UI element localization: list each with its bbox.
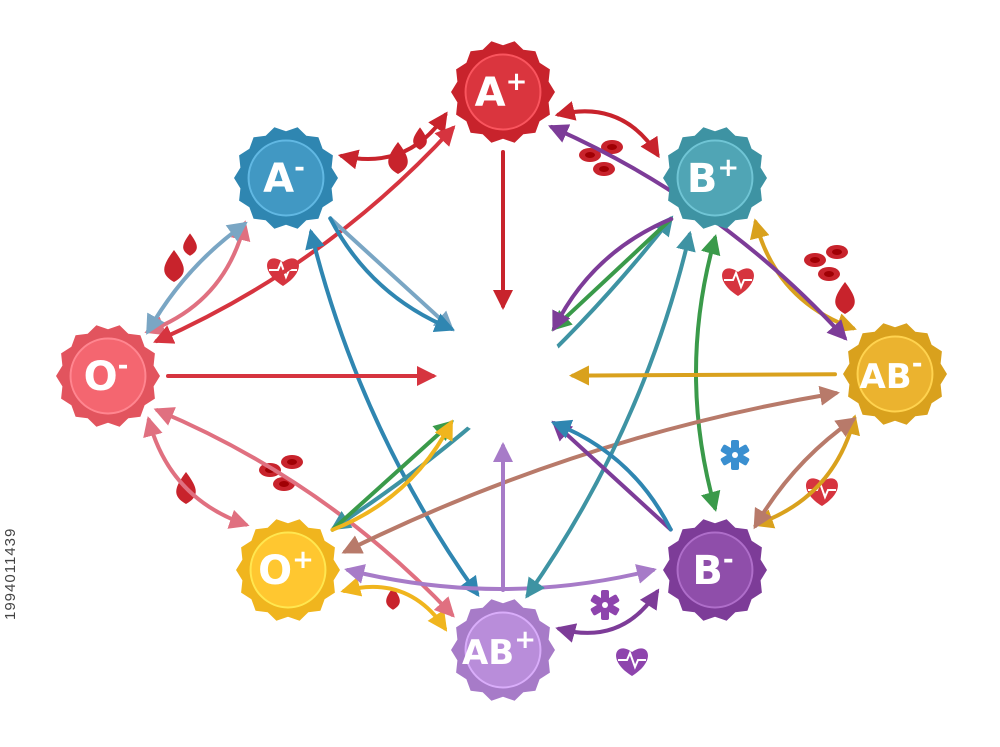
hub-arrow-from-Aneg xyxy=(328,216,456,332)
badge-ab-negativepositive: AB+ xyxy=(451,599,555,701)
badge-label-ab-negativepositive: AB+ xyxy=(462,625,536,673)
badge-inner-o-negative xyxy=(69,337,147,415)
red-blood-cell-center xyxy=(287,459,297,465)
hub-arrow-from-Bneg xyxy=(551,420,673,532)
badge-a-negative: A- xyxy=(234,127,338,229)
medical-star-icon xyxy=(590,590,620,620)
side-code-text: 1994011439 xyxy=(2,527,19,620)
badge-b-negative: B- xyxy=(663,519,767,621)
red-blood-cell-center xyxy=(832,249,842,255)
red-blood-cell-center xyxy=(607,144,617,150)
hub-arrow-from-Opos xyxy=(330,419,453,532)
hub-arrow-from-ABneg xyxy=(569,365,837,386)
connection-arrow-Oneg-to-Aneg xyxy=(144,220,251,336)
badge-a-negativepositive: A+ xyxy=(451,41,555,143)
medical-star-icon xyxy=(720,440,750,470)
connection-arrow-Oneg-to-Aneg xyxy=(146,221,248,335)
red-blood-cell-center xyxy=(824,271,834,277)
badge-inner-o-negativepositive xyxy=(249,531,327,609)
red-blood-cell-center xyxy=(279,481,289,487)
badge-label-b-negative: B- xyxy=(692,545,733,594)
blood-drop-icon xyxy=(183,233,197,256)
blood-type-badges: A+ A- B+ O- AB- O+ AB+ B- xyxy=(56,41,947,701)
connection-arrow-Aneg-to-ABpos xyxy=(305,228,480,597)
blood-drop-icon xyxy=(835,282,855,314)
connection-arrow-Oneg-to-Opos xyxy=(143,416,250,529)
hub-arrow-from-Bpos xyxy=(552,217,674,332)
connection-arrow-ABpos-to-Bpos xyxy=(525,230,696,599)
hub-arrow-from-Bneg xyxy=(550,419,673,532)
badge-label-ab-negative: AB- xyxy=(859,349,922,397)
badge-inner-a-negative xyxy=(247,139,325,217)
red-blood-cell-center xyxy=(585,152,595,158)
badge-inner-ab-negative xyxy=(856,335,934,413)
badge-label-b-negativepositive: B+ xyxy=(687,153,739,202)
red-blood-cell-center xyxy=(810,257,820,263)
badge-label-o-negativepositive: O+ xyxy=(258,545,314,594)
pulse-line xyxy=(618,650,646,670)
connection-arrow-Bneg-to-ABneg xyxy=(753,417,857,530)
connection-arrow-Opos-to-Bneg xyxy=(344,564,657,591)
central-hub xyxy=(441,314,565,438)
hub-arrow-from-Opos xyxy=(330,420,454,532)
hub-arrow-from-Bpos xyxy=(551,217,674,331)
red-blood-cell-center xyxy=(599,166,609,172)
badge-inner-ab-negativepositive xyxy=(464,611,542,689)
badge-o-negative: O- xyxy=(56,325,160,427)
badge-inner-a-negativepositive xyxy=(464,53,542,131)
hub-arrow-from-Aneg xyxy=(328,216,455,332)
badge-label-o-negative: O- xyxy=(84,351,129,400)
connection-arrows xyxy=(143,101,860,643)
badge-b-negativepositive: B+ xyxy=(663,127,767,229)
badge-inner-b-negativepositive xyxy=(676,139,754,217)
connection-arrow-ABneg-to-Bneg xyxy=(753,414,860,529)
badge-o-negativepositive: O+ xyxy=(236,519,340,621)
blood-drop-icon xyxy=(164,250,184,282)
heart-pulse-icon xyxy=(616,648,648,676)
badge-label-a-negativepositive: A+ xyxy=(475,67,528,116)
badge-label-a-negative: A- xyxy=(263,153,305,202)
badge-inner-b-negative xyxy=(676,531,754,609)
badge-ab-negative: AB- xyxy=(843,323,947,425)
heart-pulse-icon xyxy=(722,268,754,296)
connection-arrow-ABpos-to-Bneg xyxy=(555,588,660,643)
